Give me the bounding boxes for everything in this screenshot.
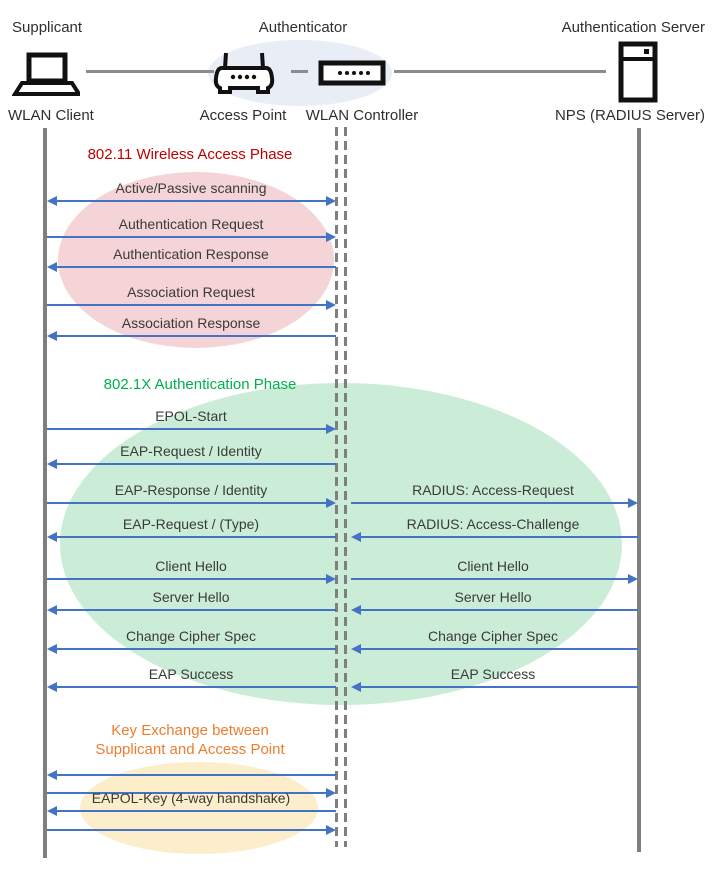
message-label: Association Request	[127, 284, 255, 300]
message-label: EAPOL-Key (4-way handshake)	[91, 790, 291, 806]
message-arrow	[47, 792, 328, 794]
message-arrow	[359, 609, 638, 611]
message-label: EAP-Response / Identity	[114, 482, 268, 498]
role-supplicant: Supplicant	[12, 19, 83, 36]
server-icon	[618, 41, 658, 103]
access-point-icon	[213, 52, 275, 94]
message-label: EAP-Request / Identity	[120, 443, 262, 459]
node-access-point: Access Point	[199, 107, 287, 124]
arrowhead-right	[326, 788, 336, 798]
message-label-right: RADIUS: Access-Request	[412, 482, 574, 498]
message-arrow	[47, 428, 328, 430]
message-label: Change Cipher Spec	[126, 628, 256, 644]
message-arrow	[351, 578, 630, 580]
arrowhead-right	[326, 424, 336, 434]
lifeline-wlan-client	[43, 128, 47, 858]
message-arrow	[351, 502, 630, 504]
arrowhead-right	[628, 498, 638, 508]
phase-title-80211: 802.11 Wireless Access Phase	[87, 146, 293, 163]
message-label-right: Change Cipher Spec	[428, 628, 558, 644]
arrowhead-left	[47, 196, 57, 206]
arrowhead-left	[47, 331, 57, 341]
arrowhead-left	[47, 532, 57, 542]
message-arrow	[55, 609, 336, 611]
message-label: Authentication Request	[118, 216, 264, 232]
message-arrow	[55, 200, 328, 202]
lifeline-controller-right	[344, 127, 347, 847]
message-arrow	[55, 335, 336, 337]
message-label-right: Server Hello	[454, 589, 532, 605]
arrowhead-left	[47, 262, 57, 272]
arrowhead-left	[47, 459, 57, 469]
arrowhead-left	[351, 644, 361, 654]
controller-server-link	[394, 70, 606, 73]
phase-title-8021x: 802.1X Authentication Phase	[103, 376, 297, 393]
node-wlan-client: WLAN Client	[8, 107, 94, 124]
message-arrow	[47, 829, 328, 831]
message-arrow	[55, 810, 336, 812]
message-arrow	[55, 536, 336, 538]
message-label-right: EAP Success	[450, 666, 536, 682]
arrowhead-left	[351, 682, 361, 692]
message-label: Association Response	[121, 315, 261, 331]
arrowhead-right	[628, 574, 638, 584]
client-ap-link	[86, 70, 214, 73]
arrowhead-left	[47, 770, 57, 780]
arrowhead-left	[47, 605, 57, 615]
ap-controller-link	[291, 70, 308, 73]
arrowhead-right	[326, 196, 336, 206]
message-label-right: RADIUS: Access-Challenge	[406, 516, 580, 532]
arrowhead-right	[326, 232, 336, 242]
message-label: Client Hello	[155, 558, 227, 574]
message-label: EPOL-Start	[155, 408, 227, 424]
message-label-right: Client Hello	[457, 558, 529, 574]
message-arrow	[55, 648, 336, 650]
message-arrow	[55, 463, 336, 465]
phase-title-key-exchange-line1: Key Exchange between	[111, 722, 269, 739]
message-label: EAP Success	[148, 666, 234, 682]
arrowhead-left	[47, 644, 57, 654]
message-arrow	[47, 304, 328, 306]
role-auth-server: Authentication Server	[561, 19, 705, 36]
message-label: EAP-Request / (Type)	[122, 516, 260, 532]
lifeline-controller-left	[335, 127, 338, 847]
node-wlan-controller: WLAN Controller	[305, 107, 419, 124]
key-exchange-ellipse	[80, 762, 318, 854]
message-arrow	[47, 502, 328, 504]
message-arrow	[55, 686, 336, 688]
arrowhead-left	[351, 605, 361, 615]
phase-title-key-exchange: Key Exchange between Supplicant and Acce…	[60, 721, 320, 759]
phase-title-key-exchange-line2: Supplicant and Access Point	[95, 741, 285, 758]
arrowhead-right	[326, 825, 336, 835]
arrowhead-left	[47, 682, 57, 692]
message-arrow	[47, 578, 328, 580]
message-arrow	[55, 266, 336, 268]
message-arrow	[359, 686, 638, 688]
role-authenticator: Authenticator	[258, 19, 348, 36]
node-nps-server: NPS (RADIUS Server)	[554, 107, 705, 124]
message-label: Server Hello	[152, 589, 230, 605]
message-arrow	[47, 236, 328, 238]
message-arrow	[55, 774, 336, 776]
message-arrow	[359, 536, 638, 538]
message-arrow	[359, 648, 638, 650]
arrowhead-right	[326, 498, 336, 508]
message-label: Active/Passive scanning	[115, 180, 267, 196]
message-label: Authentication Response	[113, 246, 269, 262]
laptop-icon	[12, 52, 80, 96]
arrowhead-left	[47, 806, 57, 816]
arrowhead-right	[326, 300, 336, 310]
dot1x-phase-ellipse	[60, 383, 622, 705]
arrowhead-left	[351, 532, 361, 542]
lifeline-radius-server	[637, 128, 641, 852]
arrowhead-right	[326, 574, 336, 584]
wlan-controller-icon	[318, 60, 386, 86]
